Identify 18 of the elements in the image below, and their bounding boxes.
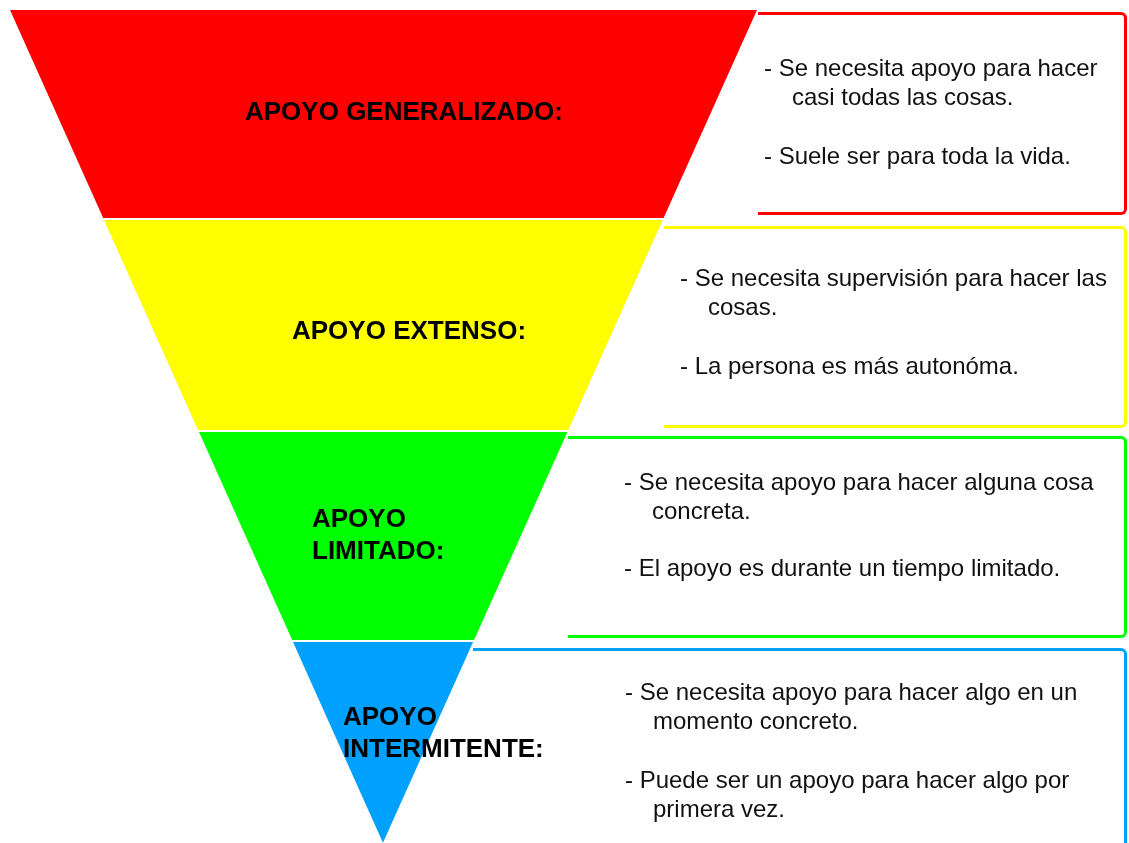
description-box	[568, 436, 1127, 638]
pyramid-band	[10, 10, 757, 218]
description-box	[758, 12, 1127, 215]
level-title: APOYO EXTENSO:	[292, 314, 528, 346]
pyramid-band	[104, 220, 663, 430]
description-box	[600, 648, 1127, 843]
bullet-text: - Puede ser un apoyo para hacer algo por primera vez.	[625, 765, 1071, 823]
bullet-text: - Suele ser para toda la vida.	[764, 141, 1072, 170]
pyramid-band	[199, 432, 568, 640]
description-box	[664, 226, 1127, 428]
bullet-text: - Se necesita apoyo para hacer algo en un momento concreto.	[625, 677, 1079, 735]
bullet-text: - Se necesita apoyo para hacer alguna cosa concreta.	[624, 467, 1095, 525]
bullet-text: - El apoyo es durante un tiempo limitado.	[624, 553, 1062, 582]
bullet-text: - Se necesita apoyo para hacer casi todas las cosas.	[764, 53, 1099, 111]
level-title: APOYO GENERALIZADO:	[245, 95, 564, 127]
level-title: APOYO LIMITADO:	[312, 502, 446, 566]
bullet-text: - La persona es más autonóma.	[680, 351, 1020, 380]
bullet-text: - Se necesita supervisión para hacer las cosas.	[680, 263, 1108, 321]
